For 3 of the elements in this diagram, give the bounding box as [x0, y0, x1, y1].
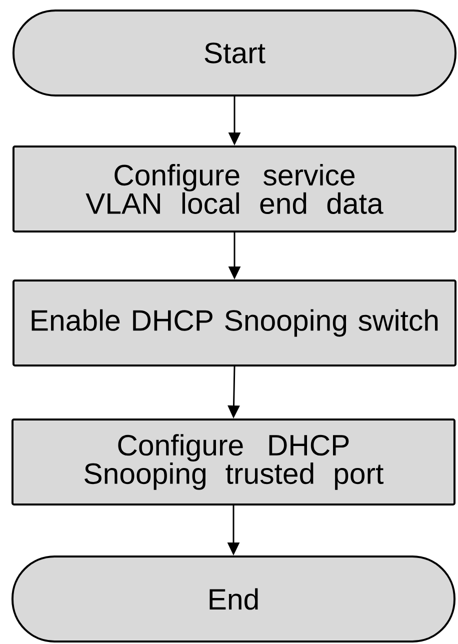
process-box: Configure DHCP Snooping trusted port — [12, 418, 456, 506]
process-box: Configure service VLAN local end data — [12, 146, 456, 232]
process-box: Enable DHCP Snooping switch — [12, 280, 456, 366]
